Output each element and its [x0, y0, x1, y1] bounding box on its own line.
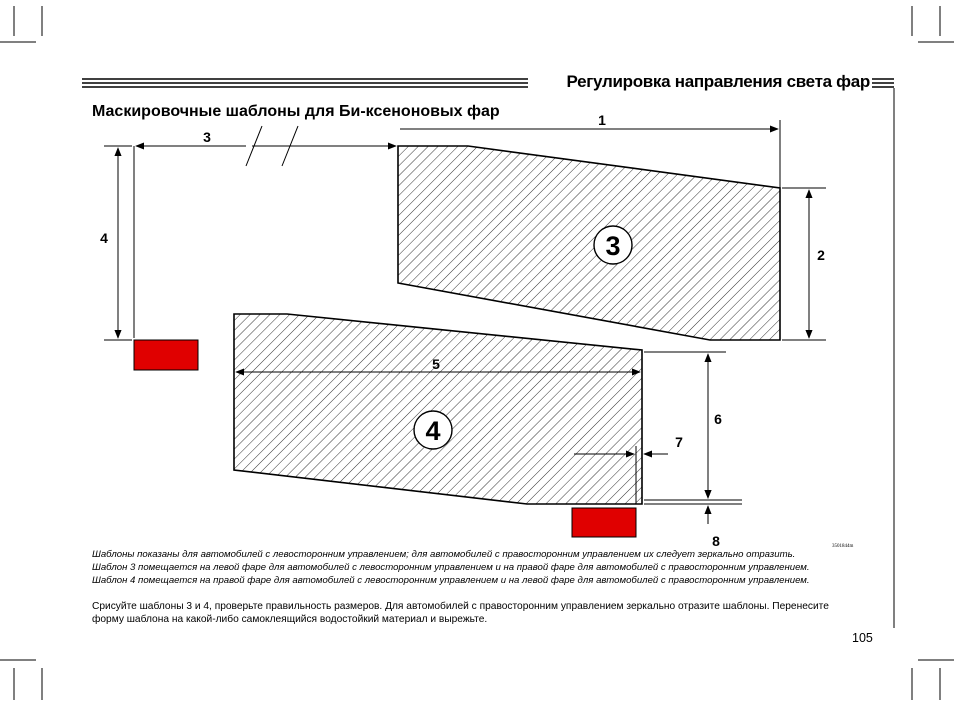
dimension-label-1: 1: [598, 112, 606, 128]
dimension-7: [574, 446, 668, 504]
dimension-4: [104, 145, 132, 341]
dimension-1: [400, 120, 781, 188]
dimension-label-5: 5: [432, 356, 440, 372]
dimension-label-4: 4: [100, 230, 108, 246]
template-4-circle: [413, 410, 453, 450]
dimension-label-8: 8: [712, 533, 720, 549]
note-line-2: Шаблон 3 помещается на левой фаре для ав…: [92, 562, 810, 573]
dimension-label-2: 2: [817, 247, 825, 263]
section-title: Маскировочные шаблоны для Би-ксеноновых …: [92, 103, 500, 120]
dimension-label-6: 6: [714, 411, 722, 427]
template-3-circle: [593, 225, 633, 265]
template-4-shape: [233, 313, 643, 505]
left-reference-block: [133, 339, 199, 371]
page-number: 105: [852, 631, 873, 645]
dimension-2: [782, 187, 826, 341]
image-code: 3501844m: [832, 544, 854, 549]
note-line-3: Шаблон 4 помещается на правой фаре для а…: [92, 575, 810, 586]
right-reference-block: [571, 507, 637, 538]
template-3-shape: [397, 145, 781, 341]
body-line-1: Срисуйте шаблоны 3 и 4, проверьте правил…: [92, 601, 829, 612]
note-line-1: Шаблоны показаны для автомобилей с левос…: [92, 549, 796, 560]
template-label-3: 3: [605, 231, 620, 261]
dimension-label-7: 7: [675, 434, 683, 450]
page-title: Регулировка направления света фар: [566, 72, 870, 91]
dimension-3: [133, 125, 397, 338]
dimension-6: [644, 351, 742, 505]
body-line-2: форму шаблона на какой-либо самоклеящийс…: [92, 614, 488, 625]
template-label-4: 4: [425, 416, 440, 446]
dimension-label-3: 3: [203, 129, 211, 145]
